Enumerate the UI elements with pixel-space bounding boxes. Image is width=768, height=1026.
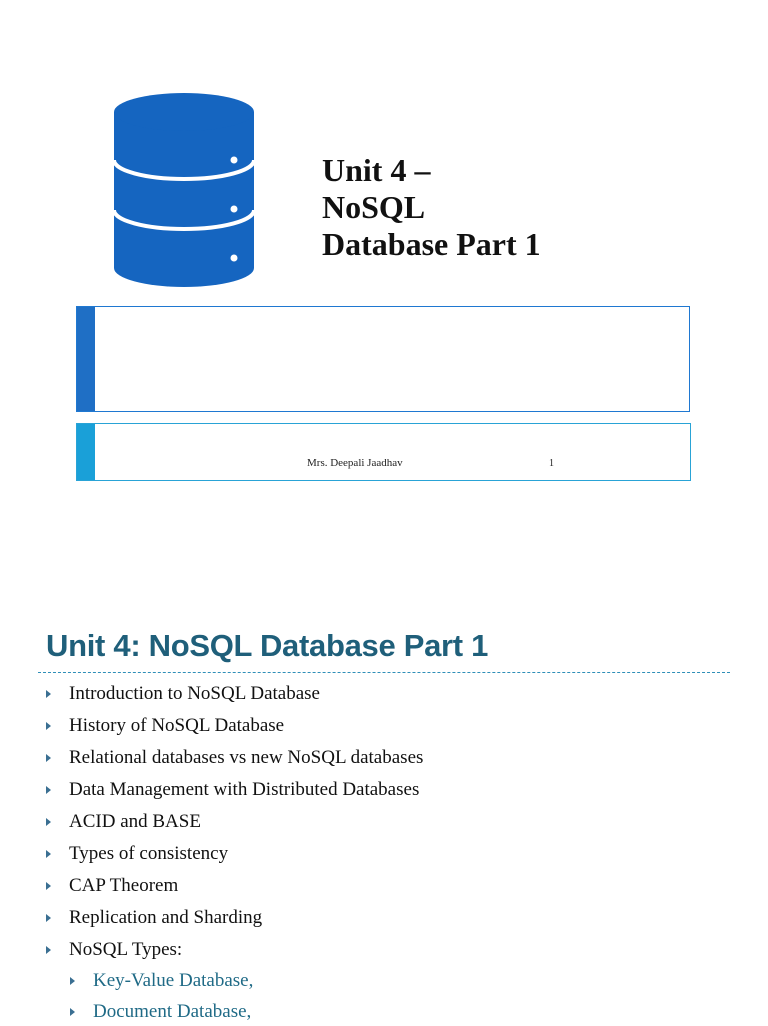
contents-slide: Unit 4: NoSQL Database Part 1 Introducti… — [0, 560, 768, 1024]
bullet-triangle-icon — [70, 977, 75, 985]
title-slide: Unit 4 – NoSQL Database Part 1 Mrs. Deep… — [76, 93, 742, 481]
page-number: 1 — [549, 458, 554, 469]
subtitle-box — [76, 306, 690, 412]
title-line: NoSQL — [322, 189, 426, 225]
bullet-triangle-icon — [46, 786, 51, 794]
bullet-triangle-icon — [46, 754, 51, 762]
title-line: Unit 4 – — [322, 152, 431, 188]
bullet-triangle-icon — [70, 1008, 75, 1016]
footer-author: Mrs. Deepali Jaadhav — [307, 457, 403, 469]
title-divider — [38, 672, 730, 673]
bullet-triangle-icon — [46, 946, 51, 954]
slide-title: Unit 4: NoSQL Database Part 1 — [46, 628, 489, 663]
bullet-triangle-icon — [46, 690, 51, 698]
accent-bar — [77, 424, 95, 480]
accent-bar — [77, 307, 95, 411]
database-icon — [112, 93, 256, 287]
footer-box: Mrs. Deepali Jaadhav 1 — [76, 423, 691, 481]
bullet-triangle-icon — [46, 722, 51, 730]
bullet-triangle-icon — [46, 818, 51, 826]
bullet-triangle-icon — [46, 850, 51, 858]
bullet-triangle-icon — [46, 882, 51, 890]
title-line: Database Part 1 — [322, 226, 541, 262]
slide-title: Unit 4 – NoSQL Database Part 1 — [322, 152, 742, 263]
bullet-triangle-icon — [46, 914, 51, 922]
